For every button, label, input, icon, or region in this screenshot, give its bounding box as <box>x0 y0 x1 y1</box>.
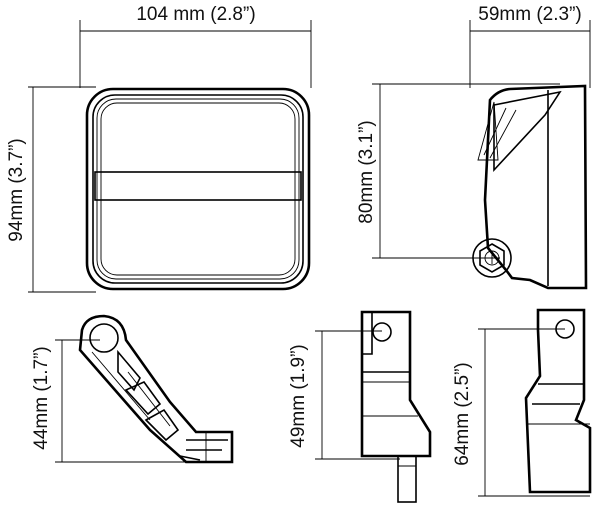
front-view: 104 mm (2.8”) 94mm (3.7”) <box>6 4 312 293</box>
bracket-c-height-label: 64mm (2.5”) <box>452 362 473 465</box>
front-height-dimension: 94mm (3.7”) <box>6 86 96 293</box>
front-lamp-body <box>85 87 311 291</box>
bracket-a-shape <box>78 314 234 464</box>
side-depth-label: 59mm (2.3”) <box>478 4 581 25</box>
side-depth-dimension: 59mm (2.3”) <box>469 4 591 88</box>
front-width-label: 104 mm (2.8”) <box>136 4 255 25</box>
bracket-b-height-dimension: 49mm (1.9”) <box>288 330 400 460</box>
front-height-label: 94mm (3.7”) <box>6 138 27 241</box>
bracket-c-height-dimension: 64mm (2.5”) <box>452 328 590 497</box>
bracket-a-height-dimension: 44mm (1.7”) <box>31 339 200 463</box>
front-width-dimension: 104 mm (2.8”) <box>79 4 312 88</box>
bracket-a-height-label: 44mm (1.7”) <box>31 346 52 449</box>
bracket-a-view: 44mm (1.7”) <box>31 314 234 464</box>
side-lamp-body <box>472 84 588 290</box>
bracket-b-shape <box>360 310 432 503</box>
bracket-b-view: 49mm (1.9”) <box>288 310 432 503</box>
side-view: 59mm (2.3”) 80mm (3.1”) <box>356 4 591 290</box>
bracket-b-height-label: 49mm (1.9”) <box>288 344 309 447</box>
side-bolt <box>472 238 512 278</box>
bracket-c-view: 64mm (2.5”) <box>452 308 592 497</box>
side-mount-height-label: 80mm (3.1”) <box>356 120 377 223</box>
side-mount-height-dimension: 80mm (3.1”) <box>356 83 560 259</box>
bracket-c-shape <box>524 308 592 494</box>
